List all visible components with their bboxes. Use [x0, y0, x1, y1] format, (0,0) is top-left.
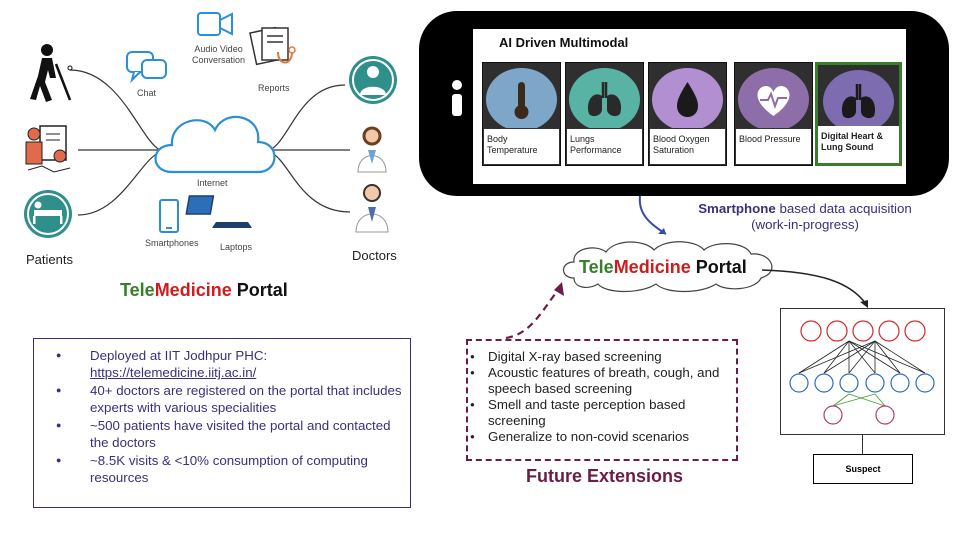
portal-title-left-medicine: Medicine — [154, 280, 232, 300]
thermometer-icon — [514, 82, 529, 119]
hidden-node — [915, 373, 935, 393]
phone-button-icon — [452, 80, 462, 116]
heartbeat-icon — [757, 85, 790, 116]
extension-item-xray: Digital X-ray based screening — [470, 349, 736, 365]
portal-title-left-tele: Tele — [120, 280, 155, 300]
info-item-deployed: Deployed at IIT Jodhpur PHC: https://tel… — [56, 347, 410, 381]
reports-icon — [249, 26, 296, 66]
neural-network-diagram — [789, 320, 935, 425]
lungs-icon — [841, 84, 876, 119]
tile-circle — [486, 68, 557, 131]
tile-caption: Body Temperature — [483, 128, 560, 165]
blood-drop-icon — [677, 82, 698, 117]
lungs-icon — [587, 82, 622, 117]
portal-title-right-medicine: Medicine — [613, 257, 691, 277]
chat-icon — [126, 51, 167, 84]
output-node — [823, 405, 843, 425]
reports-label: Reports — [258, 83, 290, 93]
extension-to-portal-arrow — [505, 282, 564, 340]
tile-body-temperature[interactable]: Body Temperature — [482, 62, 561, 166]
portal-title-left-portal: Portal — [231, 280, 288, 300]
phone-screen: AI Driven Multimodal Body Temperature Lu… — [473, 29, 906, 184]
patient-link-bottom — [77, 151, 161, 216]
walking-person-icon — [30, 44, 73, 102]
output-node — [875, 405, 895, 425]
patient-link-top — [69, 69, 161, 151]
portal-title-right-portal: Portal — [690, 257, 747, 277]
input-node — [852, 320, 874, 342]
hidden-node — [814, 373, 834, 393]
model-output-connector — [862, 435, 863, 454]
tile-lungs-performance[interactable]: Lungs Performance — [565, 62, 644, 166]
internet-label: Internet — [197, 178, 228, 188]
tile-heart-lung-sound[interactable]: Digital Heart & Lung Sound — [815, 62, 902, 166]
info-item-doctors: 40+ doctors are registered on the portal… — [56, 382, 410, 416]
hospital-bed-icon — [24, 190, 72, 238]
laptops-label: Laptops — [220, 242, 253, 252]
hidden-node — [839, 373, 859, 393]
video-camera-icon — [197, 12, 233, 36]
acquisition-caption: Smartphone based data acquisition (work-… — [660, 201, 950, 233]
input-node — [800, 320, 822, 342]
cloud-icon — [154, 115, 276, 174]
hidden-node — [865, 373, 885, 393]
doctor-avatar-icon — [349, 56, 397, 104]
doctor-link-top — [269, 84, 346, 151]
patient-report-icon — [25, 125, 71, 173]
tile-blood-pressure[interactable]: Blood Pressure — [734, 62, 813, 166]
acquisition-note: (work-in-progress) — [751, 217, 859, 232]
future-extensions-box: Digital X-ray based screening Acoustic f… — [466, 339, 738, 461]
telemedicine-network-diagram — [24, 12, 397, 238]
input-node — [878, 320, 900, 342]
portal-cloud-icon — [562, 241, 773, 293]
tile-blood-oxygen[interactable]: Blood Oxygen Saturation — [648, 62, 727, 166]
future-extensions-title: Future Extensions — [526, 466, 684, 486]
portal-title-right-tele: Tele — [579, 257, 614, 277]
chat-label: Chat — [137, 88, 157, 98]
portal-to-model-arrow — [761, 269, 868, 308]
doctor-link-bottom — [269, 151, 351, 213]
extension-item-generalize: Generalize to non-covid scenarios — [470, 429, 736, 445]
acquisition-bold: Smartphone — [698, 201, 776, 216]
extension-item-acoustic: Acoustic features of breath, cough, and … — [470, 365, 736, 397]
female-doctor-icon — [357, 126, 387, 173]
phone-to-portal-arrow — [638, 195, 667, 235]
input-node — [826, 320, 848, 342]
screen-title: AI Driven Multimodal — [499, 35, 629, 50]
male-doctor-icon — [355, 184, 389, 233]
smartphones-label: Smartphones — [145, 238, 199, 248]
suspect-output-box: Suspect — [813, 454, 913, 484]
tile-caption: Digital Heart & Lung Sound — [818, 126, 899, 163]
hidden-node — [890, 373, 910, 393]
portal-title-right: TeleMedicine Portal — [579, 257, 747, 278]
hidden-node — [789, 373, 809, 393]
laptop-icon — [185, 195, 252, 228]
extension-item-smell-taste: Smell and taste perception based screeni… — [470, 397, 736, 429]
tile-circle — [823, 70, 894, 133]
audio-video-label: Audio Video Conversation — [192, 44, 246, 65]
doctors-label: Doctors — [352, 248, 397, 263]
input-node — [904, 320, 926, 342]
info-item-deployed-text: Deployed at IIT Jodhpur PHC: — [90, 348, 268, 363]
patients-label: Patients — [26, 252, 73, 267]
tile-circle — [569, 68, 640, 131]
tile-caption: Blood Oxygen Saturation — [649, 128, 726, 165]
tile-circle — [652, 68, 723, 131]
smartphone-icon — [159, 199, 179, 233]
acquisition-rest: based data acquisition — [775, 201, 912, 216]
portal-title-left: TeleMedicine Portal — [120, 280, 288, 301]
tile-caption: Blood Pressure — [735, 128, 812, 165]
portal-link[interactable]: https://telemedicine.iitj.ac.in/ — [90, 365, 257, 380]
tile-circle — [738, 68, 809, 131]
neural-network-box — [780, 308, 945, 435]
info-item-visits: ~8.5K visits & <10% consumption of compu… — [56, 452, 410, 486]
tile-caption: Lungs Performance — [566, 128, 643, 165]
deployment-info-box: Deployed at IIT Jodhpur PHC: https://tel… — [33, 338, 411, 508]
info-item-patients: ~500 patients have visited the portal an… — [56, 417, 410, 451]
